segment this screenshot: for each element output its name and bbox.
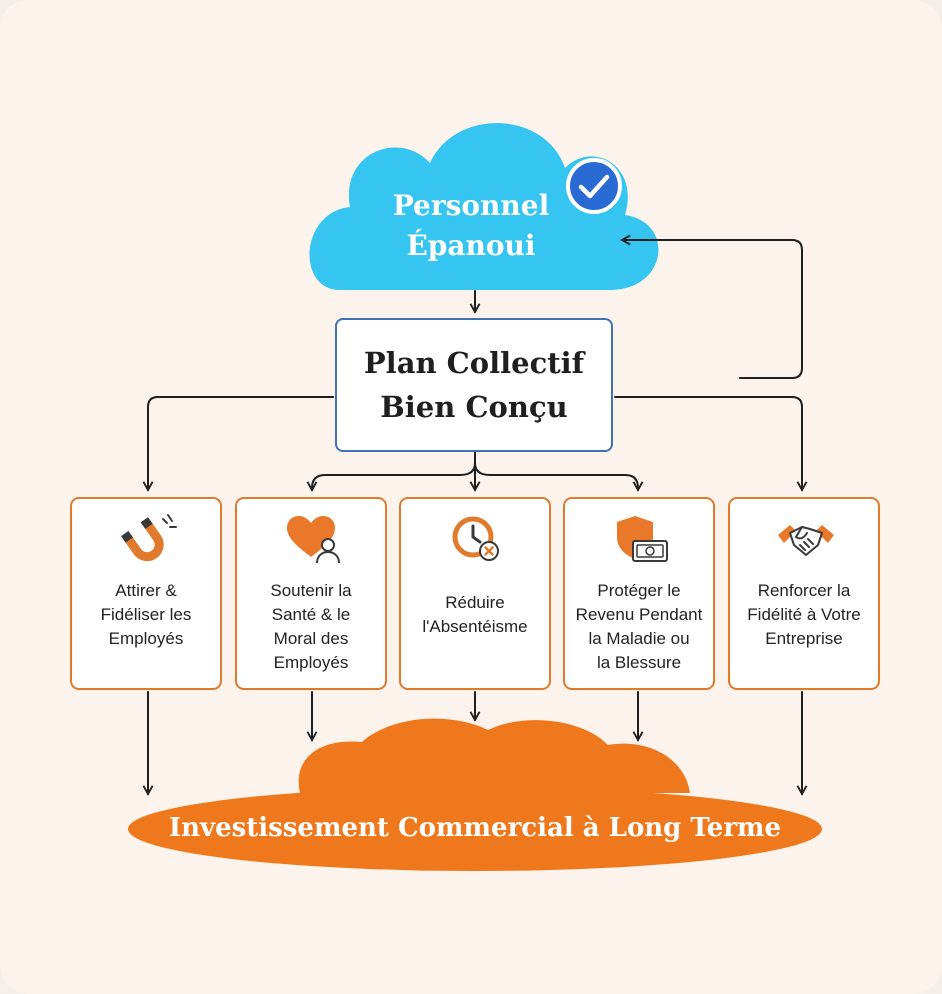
benefit-line: Renforcer la <box>757 581 851 600</box>
bottom-cloud-title: Investissement Commercial à Long Terme <box>168 813 782 843</box>
benefit-line: l'Absentéisme <box>422 617 528 636</box>
benefit-line: Employés <box>108 629 184 648</box>
arrow-feedback-loop <box>622 240 803 379</box>
handshake-icon <box>778 525 834 556</box>
top-cloud <box>309 123 659 290</box>
benefit-line: Entreprise <box>765 629 843 648</box>
plan-title-line-2: Bien Conçu <box>380 390 568 424</box>
benefit-text-income: Protéger le Revenu Pendant la Maladie ou… <box>569 579 709 675</box>
benefit-line: la Maladie ou <box>588 629 690 648</box>
benefit-line: Fidéliser les <box>100 605 192 624</box>
benefit-card-health: Soutenir la Santé & le Moral des Employé… <box>235 497 387 690</box>
clock-cancel-icon <box>452 516 499 561</box>
benefit-card-loyalty: Renforcer la Fidélité à Votre Entreprise <box>728 497 880 690</box>
plan-title-line-1: Plan Collectif <box>363 346 585 380</box>
check-badge-icon <box>566 158 622 214</box>
benefit-line: Attirer & <box>115 581 177 600</box>
heart-person-icon <box>287 516 340 564</box>
benefit-line: Soutenir la <box>270 581 352 600</box>
benefit-text-loyalty: Renforcer la Fidélité à Votre Entreprise <box>734 579 874 651</box>
shield-cash-icon <box>617 516 668 562</box>
top-cloud-title-line-2: Épanoui <box>406 229 536 262</box>
plan-box: Plan Collectif Bien Conçu <box>335 318 613 452</box>
benefit-line: Moral des <box>273 629 349 648</box>
arrow-plan-to-card-2 <box>312 462 476 490</box>
arrow-plan-to-card-4 <box>474 462 638 490</box>
benefit-line: Réduire <box>445 593 505 612</box>
benefit-text-absenteeism: Réduire l'Absentéisme <box>405 591 545 639</box>
benefit-line: Santé & le <box>271 605 351 624</box>
top-cloud-title-line-1: Personnel <box>392 189 550 222</box>
benefit-line: la Blessure <box>596 653 682 672</box>
benefit-line: Protéger le <box>597 581 681 600</box>
benefit-line: Fidélité à Votre <box>747 605 861 624</box>
benefit-card-income: Protéger le Revenu Pendant la Maladie ou… <box>563 497 715 690</box>
benefit-line: Employés <box>273 653 349 672</box>
arrow-plan-to-card-1 <box>148 396 334 490</box>
magnet-icon <box>121 514 177 562</box>
bottom-cloud <box>128 718 822 871</box>
benefit-card-absenteeism: Réduire l'Absentéisme <box>399 497 551 690</box>
benefit-text-health: Soutenir la Santé & le Moral des Employé… <box>241 579 381 675</box>
benefit-text-attract: Attirer & Fidéliser les Employés <box>76 579 216 651</box>
benefit-card-attract: Attirer & Fidéliser les Employés <box>70 497 222 690</box>
arrow-plan-to-card-5 <box>614 396 802 490</box>
top-cloud-title: Personnel Épanoui <box>336 186 606 266</box>
benefit-line: Revenu Pendant <box>575 605 703 624</box>
